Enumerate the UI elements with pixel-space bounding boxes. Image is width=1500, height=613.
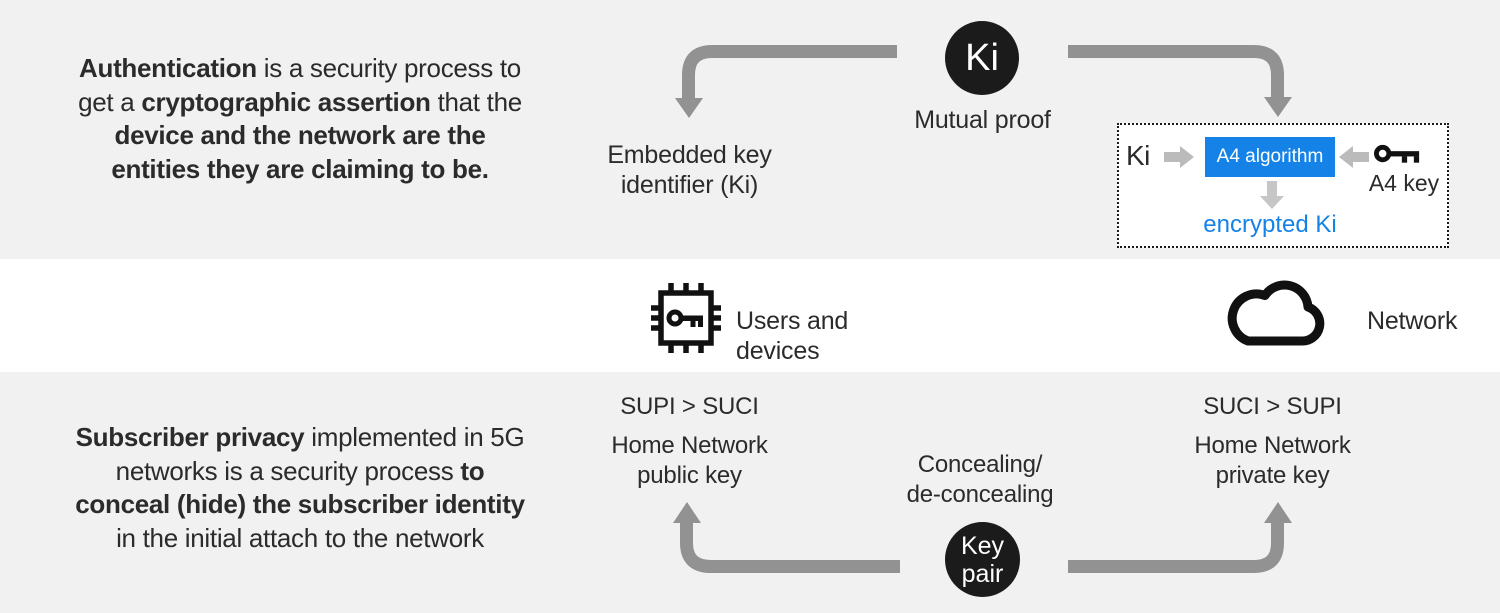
supi-suci-label: SUPI > SUCI — [620, 393, 759, 420]
home-private-key-line1: Home Network — [1194, 432, 1351, 459]
home-public-key-line2: public key — [637, 462, 742, 489]
cloud-icon — [1227, 280, 1325, 346]
encrypted-ki-label: encrypted Ki — [1203, 211, 1337, 238]
ki-badge: Ki — [945, 21, 1019, 95]
embedded-key-line1: Embedded key — [607, 141, 772, 169]
block-arrow-left-icon — [1339, 146, 1369, 168]
users-devices-label: Users and devices — [736, 307, 849, 365]
suci-supi-label: SUCI > SUPI — [1203, 393, 1342, 420]
a4-input-ki-label: Ki — [1126, 140, 1150, 171]
home-private-key-line2: private key — [1215, 462, 1330, 489]
concealing-label: Concealing/ de-concealing — [880, 450, 1080, 510]
home-private-key-label: Home Network private key — [1170, 431, 1375, 491]
block-arrow-down-icon — [1260, 181, 1284, 209]
chip-key-icon — [651, 283, 721, 353]
a4-key-label: A4 key — [1368, 170, 1440, 196]
key-pair-line1: Key — [960, 532, 1005, 560]
concealing-line1: Concealing/ — [917, 451, 1043, 478]
key-pair-line2: pair — [961, 560, 1004, 588]
home-public-key-label: Home Network public key — [587, 431, 792, 491]
block-arrow-right-icon — [1164, 146, 1194, 168]
mutual-proof-label: Mutual proof — [914, 106, 1051, 134]
home-public-key-line1: Home Network — [611, 432, 768, 459]
key-icon — [1374, 144, 1420, 163]
concealing-line2: de-concealing — [906, 481, 1054, 508]
a4-algorithm-box: A4 algorithm — [1205, 137, 1335, 177]
embedded-key-line2: identifier (Ki) — [620, 171, 759, 199]
key-pair-badge: Key pair — [945, 522, 1020, 597]
network-label: Network — [1367, 307, 1458, 335]
actors-band — [0, 259, 1500, 372]
embedded-key-label: Embedded key identifier (Ki) — [597, 140, 782, 200]
ki-badge-label: Ki — [965, 37, 999, 79]
